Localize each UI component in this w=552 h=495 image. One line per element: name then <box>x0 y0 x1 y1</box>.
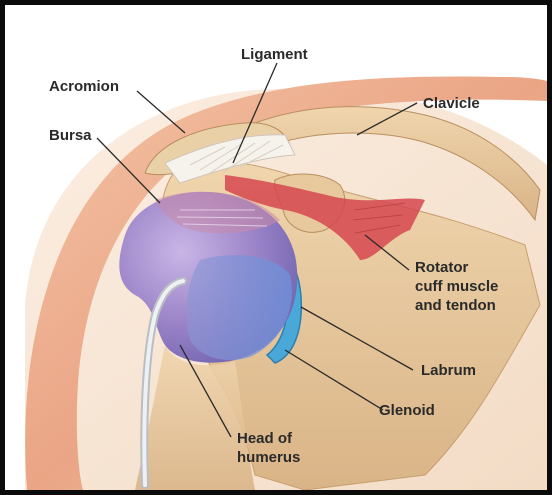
label-rotator-cuff-line-2: cuff muscle <box>415 277 498 296</box>
label-labrum: Labrum <box>421 361 476 380</box>
label-acromion: Acromion <box>49 77 119 96</box>
label-rotator-cuff-line-3: and tendon <box>415 296 498 315</box>
label-bursa: Bursa <box>49 126 92 145</box>
label-head-of-humerus-line-2: humerus <box>237 448 300 467</box>
label-clavicle: Clavicle <box>423 94 480 113</box>
label-ligament: Ligament <box>241 45 308 64</box>
label-head-of-humerus: Head of humerus <box>237 429 300 467</box>
label-rotator-cuff-line-1: Rotator <box>415 258 498 277</box>
label-glenoid: Glenoid <box>379 401 435 420</box>
label-rotator-cuff: Rotator cuff muscle and tendon <box>415 258 498 315</box>
label-head-of-humerus-line-1: Head of <box>237 429 300 448</box>
